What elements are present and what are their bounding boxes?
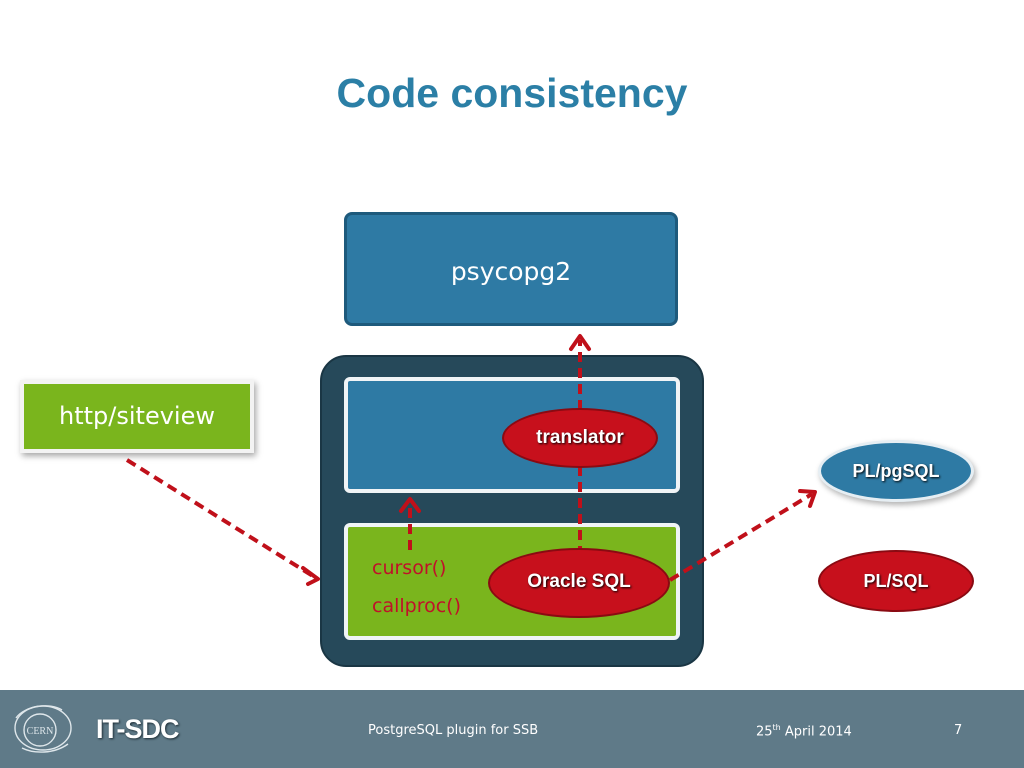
footer-date-rest: April 2014 <box>780 724 852 740</box>
http-siteview-label: http/siteview <box>59 402 215 430</box>
plpgsql-label: PL/pgSQL <box>852 461 940 481</box>
arrowhead-psycopg <box>569 334 591 351</box>
oracle-sql-ellipse: Oracle SQL <box>488 548 670 618</box>
arrowhead-plpgsql <box>798 489 817 508</box>
plsql-ellipse: PL/SQL <box>818 550 974 612</box>
footer-page-number: 7 <box>954 723 963 738</box>
arrow-http-to-oracle <box>125 458 318 580</box>
translator-label: translator <box>536 427 624 448</box>
slide-title: Code consistency <box>336 70 688 116</box>
http-siteview-box: http/siteview <box>20 380 254 453</box>
footer-date-suffix: th <box>772 723 781 732</box>
psycopg2-label: psycopg2 <box>450 257 572 286</box>
psycopg2-box: psycopg2 <box>344 212 678 326</box>
footer-brand: IT-SDC <box>96 714 180 744</box>
footer-date: 25th April 2014 <box>756 723 852 739</box>
plsql-label: PL/SQL <box>863 571 929 591</box>
oracle-sql-label: Oracle SQL <box>527 571 631 592</box>
footer-date-day: 25 <box>756 724 773 740</box>
svg-text:CERN: CERN <box>27 726 54 737</box>
footer-bar: CERN IT-SDC PostgreSQL plugin for SSB 25… <box>0 690 1024 768</box>
translator-ellipse: translator <box>502 408 658 468</box>
cern-logo-icon: CERN <box>14 705 72 753</box>
callproc-label: callproc() <box>372 595 461 617</box>
arrowhead-http <box>301 566 320 586</box>
plpgsql-ellipse: PL/pgSQL <box>818 440 974 502</box>
footer-presentation-title: PostgreSQL plugin for SSB <box>368 723 539 738</box>
cursor-label: cursor() <box>372 557 447 579</box>
